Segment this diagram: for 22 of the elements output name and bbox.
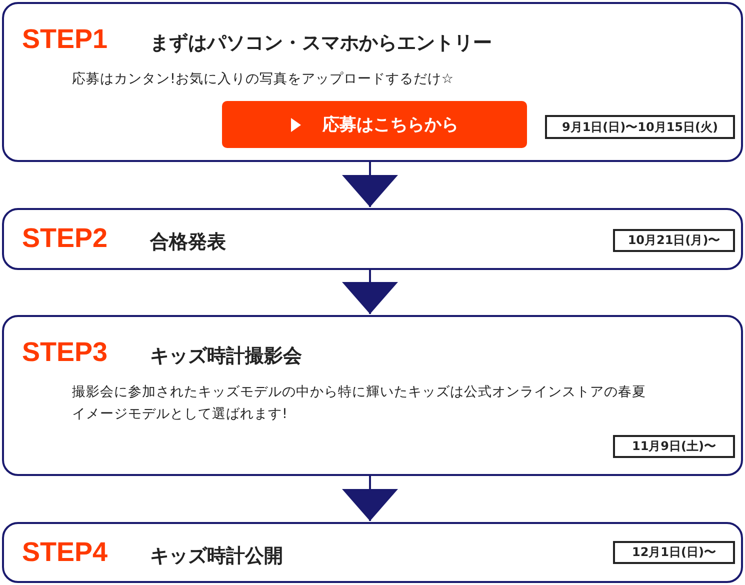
date-badge: 9月1日(日)〜10月15日(火) xyxy=(545,115,735,139)
step-card xyxy=(2,522,743,583)
date-badge: 11月9日(土)〜 xyxy=(613,435,735,458)
step-title: まずはパソコン・スマホからエントリー xyxy=(150,31,492,56)
step-label: STEP2 xyxy=(22,223,108,254)
down-arrow xyxy=(342,162,398,207)
date-badge: 10月21日(月)〜 xyxy=(613,229,735,252)
entry-button: 応募はこちらから xyxy=(222,101,527,148)
step-title: 合格発表 xyxy=(150,230,226,255)
step-description: 撮影会に参加されたキッズモデルの中から特に輝いたキッズは公式オンラインストアの春夏イメージモデルとして選ばれます! xyxy=(72,383,647,424)
step-card xyxy=(2,2,743,162)
down-arrow xyxy=(342,270,398,314)
step-description: 応募はカンタン!お気に入りの写真をアップロードするだけ☆ xyxy=(72,70,455,89)
date-badge: 12月1日(日)〜 xyxy=(613,541,735,564)
step-label: STEP1 xyxy=(22,24,108,55)
step-card xyxy=(2,315,743,476)
down-arrow xyxy=(342,476,398,521)
step-title: キッズ時計撮影会 xyxy=(150,344,302,369)
step-card xyxy=(2,208,743,270)
step-label: STEP3 xyxy=(22,337,108,368)
step-title: キッズ時計公開 xyxy=(150,544,283,569)
step-label: STEP4 xyxy=(22,537,108,568)
